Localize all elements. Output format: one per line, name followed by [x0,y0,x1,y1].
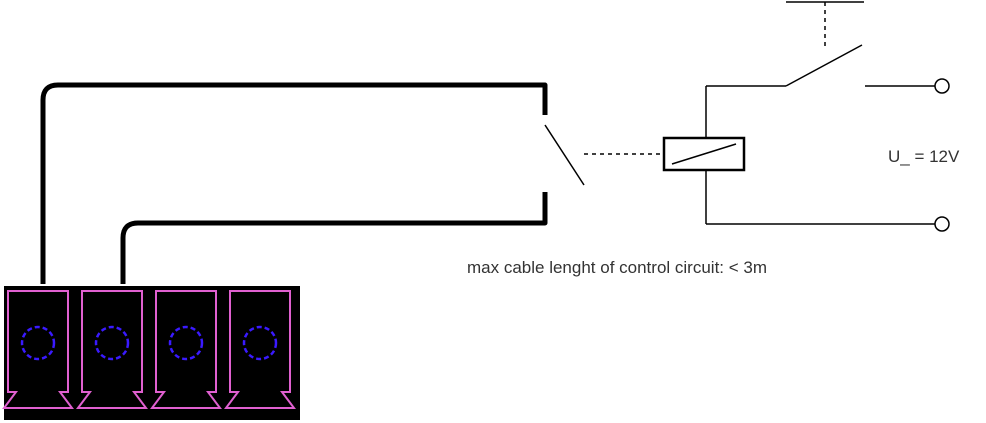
screw-icon [20,325,56,361]
screw-icon [94,325,130,361]
terminal-bottom[interactable] [934,216,950,232]
terminal-top[interactable] [934,78,950,94]
cable-length-note: max cable lenght of control circuit: < 3… [467,258,767,277]
screw-icon [168,325,204,361]
terminal-slot-3[interactable] [150,290,222,409]
screw-icon [242,325,278,361]
terminal-slot-2[interactable] [76,290,148,409]
control-cable-inner [120,192,548,284]
terminal-block [2,286,300,420]
control-cable-outer [40,82,548,284]
terminal-slot-4[interactable] [224,290,296,409]
control-switch [544,124,585,186]
voltage-label: U_ = 12V [888,147,960,166]
relay-coil [662,136,746,172]
terminal-slot-1[interactable] [2,290,74,409]
relay-contact [706,44,935,87]
